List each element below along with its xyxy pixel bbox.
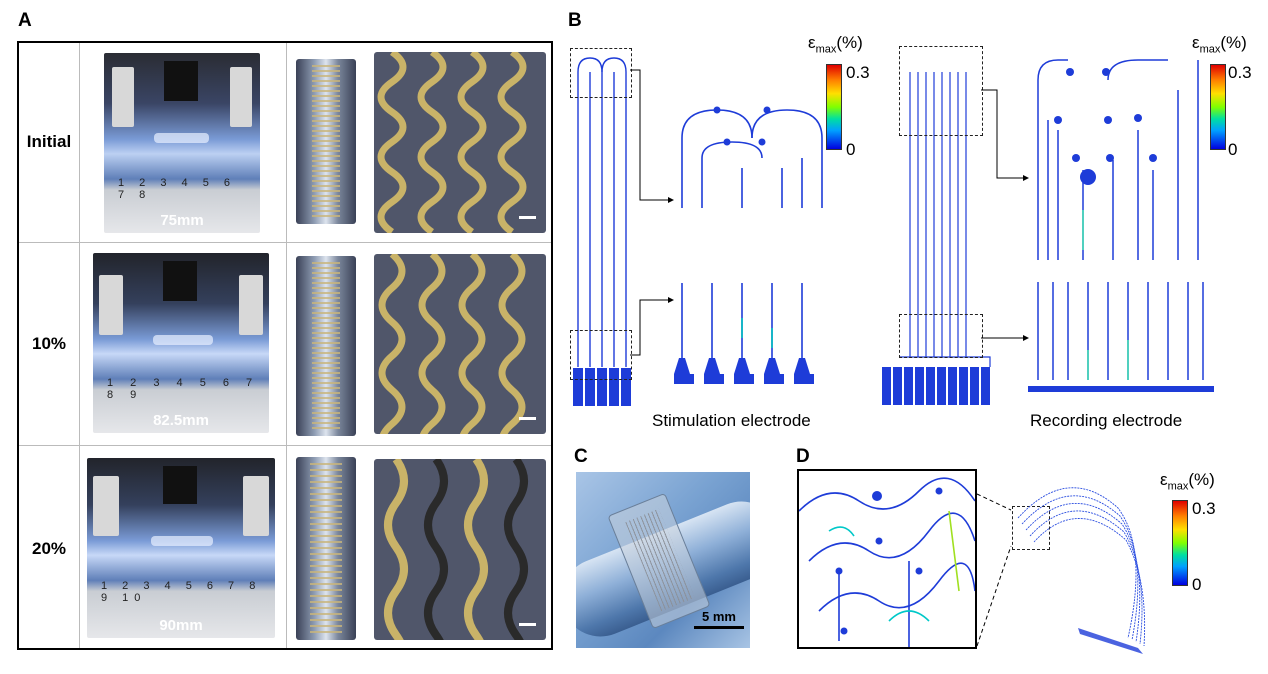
photo-10pct-stretcher: 1 2 3 4 5 6 7 8 9 82.5mm [93,253,269,433]
stimulation-electrode-overview [573,57,631,406]
stim-zoom-box-bottom [570,330,632,380]
panel-label-b: B [568,10,582,31]
photo-implanted-device: 5 mm [576,472,750,648]
serpentine-micrograph-20pct [384,459,528,640]
recording-electrode-zoom [1028,59,1214,392]
panel-label-c: C [574,446,588,467]
row-label-10pct: 10% [31,334,67,353]
panel-label-a: A [18,10,32,31]
colorbar-b1 [826,64,842,150]
panel-label-d: D [796,446,810,467]
rec-zoom-box-top [899,46,983,136]
inset-connector-lines [976,493,1012,647]
micro-20pct [374,459,546,640]
bent-electrode-3d [1017,487,1146,654]
colorbar-d-title: εmax(%) [1160,470,1215,493]
rec-zoom-arrows [981,89,1029,341]
strain-inset-serpentines [798,477,976,647]
colorbar-b1-max: 0.3 [846,63,870,82]
colorbar-d-max: 0.3 [1192,499,1216,518]
row-label-20pct: 20% [31,539,67,558]
length-label-initial: 75mm [160,212,204,229]
colorbar-d [1172,500,1188,586]
panel-d-inset [797,469,977,649]
stim-zoom-arrows [630,69,674,356]
colorbar-b2-max: 0.3 [1228,63,1252,82]
strip-initial [296,59,356,224]
scale-label-c: 5 mm [702,609,736,624]
scale-bar-c [694,626,744,629]
row-label-initial: Initial [26,132,72,151]
strip-20pct [296,457,356,640]
strip-10pct [296,256,356,436]
stimulation-electrode-caption: Stimulation electrode [652,411,811,430]
ruler-ticks-20pct: 1 2 3 4 5 6 7 8 9 10 [101,580,262,604]
serpentine-micrograph-10pct [378,254,526,434]
colorbar-b1-title: εmax(%) [808,33,863,56]
colorbar-b2 [1210,64,1226,150]
photo-20pct-stretcher: 1 2 3 4 5 6 7 8 9 10 90mm [87,458,275,638]
micro-10pct [374,254,546,434]
recording-electrode-caption: Recording electrode [1030,411,1183,430]
serpentine-micrograph-initial [377,52,527,233]
colorbar-b2-min: 0 [1228,140,1238,159]
colorbar-d-min: 0 [1192,575,1202,594]
colorbar-b1-min: 0 [846,140,856,159]
rec-zoom-box-bottom [899,314,983,358]
photo-initial-stretcher: 1 2 3 4 5 6 7 8 75mm [104,53,260,233]
micro-initial [374,52,546,233]
panel-d-zoom-box [1012,506,1050,550]
length-label-10pct: 82.5mm [153,412,209,429]
ruler-ticks-10pct: 1 2 3 4 5 6 7 8 9 [107,377,260,401]
panel-a-table: Initial 1 2 3 4 5 6 7 8 75mm 10% 1 2 3 4… [17,41,553,650]
length-label-20pct: 90mm [159,617,203,634]
recording-electrode-overview [882,72,991,405]
ruler-ticks: 1 2 3 4 5 6 7 8 [118,177,236,201]
colorbar-b2-title: εmax(%) [1192,33,1247,56]
stimulation-electrode-zoom [674,106,823,384]
stim-zoom-box-top [570,48,632,98]
